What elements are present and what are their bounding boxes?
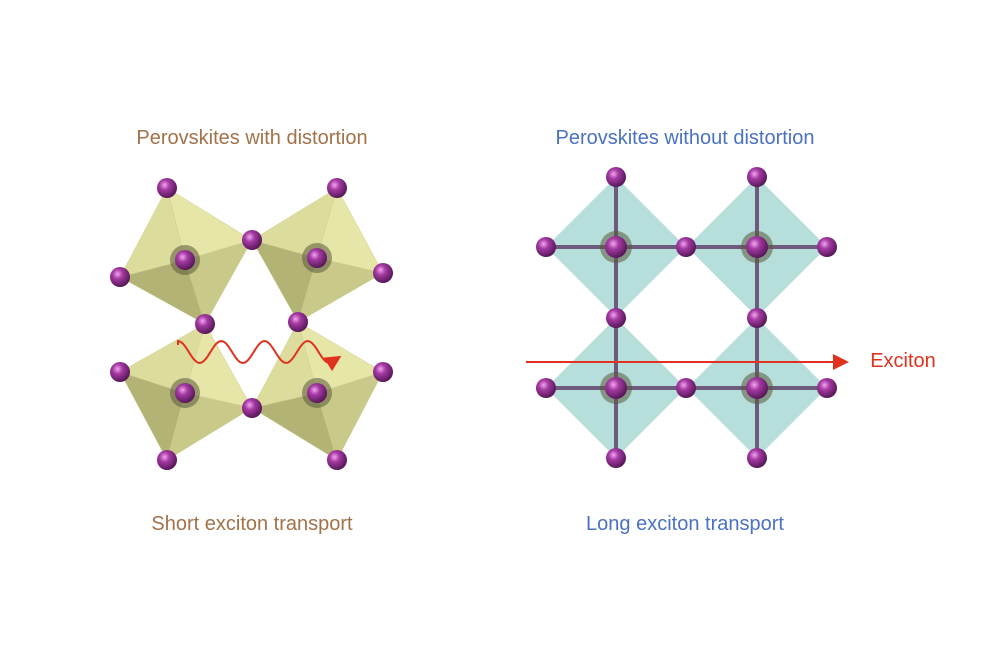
atom (373, 263, 393, 283)
atom (110, 362, 130, 382)
atom (605, 377, 627, 399)
left-title: Perovskites with distortion (136, 127, 368, 149)
exciton-wave-arrow (177, 339, 342, 372)
octahedron-face (119, 187, 186, 278)
atom (747, 167, 767, 187)
atom (676, 378, 696, 398)
octahedron-face (119, 323, 206, 394)
atom (606, 308, 626, 328)
right-caption: Long exciton transport (586, 513, 784, 535)
atom (747, 448, 767, 468)
left-caption: Short exciton transport (151, 513, 353, 535)
atom (242, 398, 262, 418)
atom (157, 178, 177, 198)
atom (307, 248, 327, 268)
octahedron-face (251, 321, 318, 409)
atom (606, 167, 626, 187)
atom (817, 378, 837, 398)
atom (110, 267, 130, 287)
atom (175, 250, 195, 270)
atom (373, 362, 393, 382)
atom (676, 237, 696, 257)
atom (606, 448, 626, 468)
atom (327, 178, 347, 198)
atom (157, 450, 177, 470)
exciton-label: Exciton (870, 350, 936, 372)
undistorted-lattice (536, 167, 837, 468)
atom (747, 308, 767, 328)
atom (288, 312, 308, 332)
atom (175, 383, 195, 403)
atom (746, 377, 768, 399)
atom (327, 450, 347, 470)
right-title: Perovskites without distortion (555, 127, 815, 149)
distorted-lattice (110, 178, 393, 470)
atom (605, 236, 627, 258)
atom (242, 230, 262, 250)
atom (307, 383, 327, 403)
atom (195, 314, 215, 334)
octahedron-face (251, 187, 338, 259)
atom (536, 237, 556, 257)
atom (536, 378, 556, 398)
atom (817, 237, 837, 257)
atom (746, 236, 768, 258)
